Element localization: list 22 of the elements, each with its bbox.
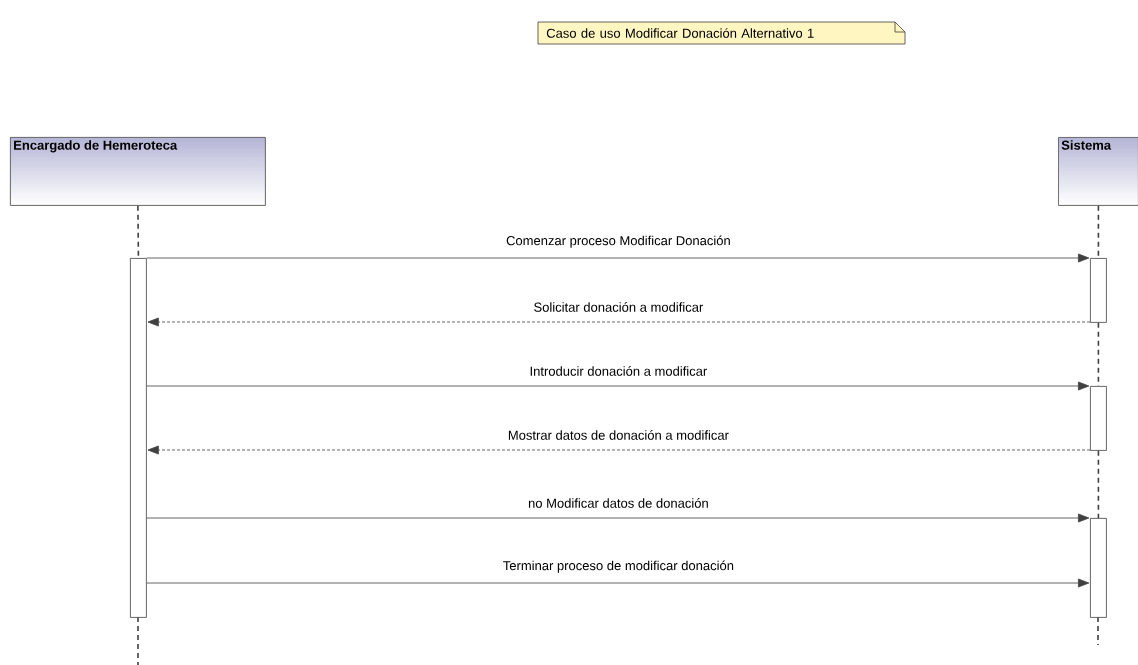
message-label: no Modificar datos de donación [528, 498, 708, 508]
lifeline [1097, 205, 1100, 259]
activation-bar [1090, 518, 1107, 618]
activation-bar [1090, 258, 1107, 323]
lifeline [1097, 450, 1100, 519]
message-arrow [146, 253, 1090, 263]
message-arrow [146, 513, 1090, 523]
activation-bar [1090, 386, 1107, 451]
activation-bar [130, 258, 147, 618]
message-label: Mostrar datos de donación a modificar [508, 430, 729, 440]
message-label: Terminar proceso de modificar donación [503, 560, 734, 573]
message-arrow [146, 381, 1090, 391]
message-label: Comenzar proceso Modificar Donación [506, 235, 730, 248]
lifeline-header: Sistema [1058, 137, 1138, 206]
message-label: Introducir donación a modificar [530, 366, 708, 376]
return-arrow [147, 317, 1091, 327]
lifeline-header: Encargado de Hemeroteca [10, 137, 266, 206]
lifeline [137, 205, 140, 259]
note-box: Caso de uso Modificar Donación Alternativo 1 [537, 21, 906, 45]
message-label: Solicitar donación a modificar [534, 302, 704, 312]
message-arrow [146, 578, 1090, 588]
return-arrow [147, 445, 1091, 455]
